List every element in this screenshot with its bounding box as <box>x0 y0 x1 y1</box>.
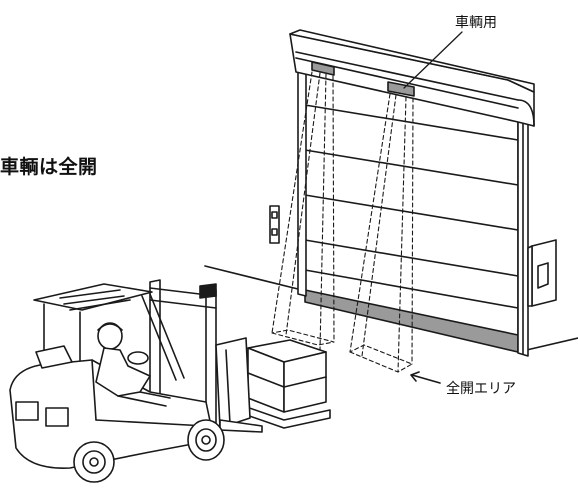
left-guide-rail <box>297 59 307 297</box>
rear-wheel <box>73 441 115 483</box>
left-sensor-beam <box>271 71 335 351</box>
right-sensor-beam <box>349 93 414 373</box>
front-wheel <box>187 419 225 461</box>
title-full-open-for-vehicles: 車輌は全開 <box>0 156 98 178</box>
right-guide-rail <box>517 99 529 357</box>
left-sensor <box>311 61 335 76</box>
vehicle-sensor-leader <box>403 31 463 89</box>
wall-push-button <box>269 205 280 244</box>
control-box <box>527 239 557 307</box>
right-sensor <box>387 81 415 97</box>
full-open-area-label: 全開エリア <box>446 381 516 397</box>
forklift-mast <box>149 279 263 433</box>
pallet-load <box>237 339 331 429</box>
forklift-operator <box>95 322 171 407</box>
area-arrow <box>410 371 441 384</box>
forklift-body <box>9 345 215 469</box>
vehicle-sensor-label: 車輌用 <box>455 15 497 31</box>
forklift-overhead-guard <box>33 283 185 391</box>
